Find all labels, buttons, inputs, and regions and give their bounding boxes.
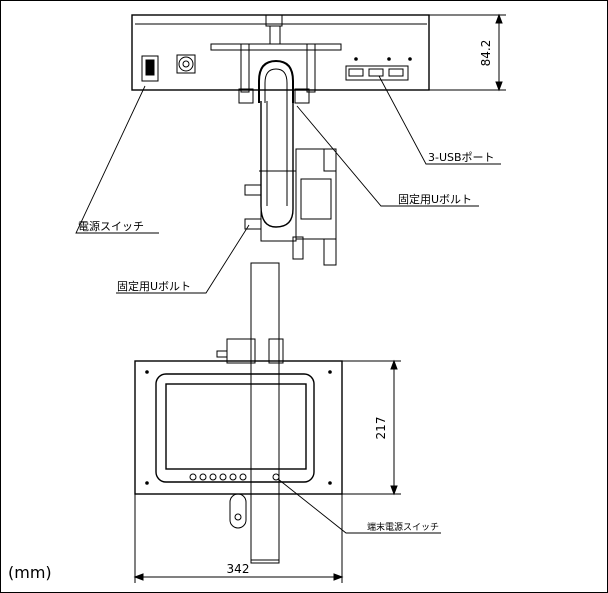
lower-mount	[229, 493, 280, 561]
connector-icon	[176, 54, 196, 74]
terminal-switch-leader	[277, 478, 441, 534]
terminal-power-switch-label: 端末電源スイッチ	[367, 521, 439, 533]
dimension-screen-height	[342, 359, 401, 496]
u-bolt-upper-leader	[296, 105, 479, 207]
screen-width-value: 342	[227, 562, 250, 576]
monitor	[134, 360, 343, 495]
clamp-block	[244, 148, 337, 266]
dimension-top-height	[429, 13, 506, 92]
power-switch-icon	[141, 55, 159, 82]
monitor-button-2-icon	[199, 473, 207, 481]
upper-u-bolt	[258, 59, 294, 103]
top-height-value: 84.2	[479, 40, 493, 67]
u-bolt-lower-leader	[116, 224, 250, 294]
monitor-button-3-icon	[209, 473, 217, 481]
arm-tube	[259, 101, 294, 228]
terminal-power-switch-icon	[272, 473, 280, 481]
upper-bracket	[210, 43, 342, 104]
usb-port-3-icon	[388, 68, 404, 77]
dimension-screen-width	[133, 494, 344, 583]
u-bolt-upper-label: 固定用Uボルト	[398, 192, 472, 206]
top-control-box	[131, 14, 430, 91]
power-switch-leader	[75, 85, 159, 234]
usb-port-2-icon	[368, 68, 384, 77]
unit-label: (mm)	[8, 563, 52, 582]
usb-port-label: 3-USBポート	[428, 151, 495, 164]
monitor-button-5-icon	[229, 473, 237, 481]
monitor-button-1-icon	[189, 473, 197, 481]
u-bolt-lower-label: 固定用Uボルト	[117, 279, 191, 293]
leaders	[75, 75, 501, 534]
monitor-button-6-icon	[239, 473, 247, 481]
lower-pole	[216, 262, 284, 564]
screen-height-value: 217	[374, 417, 388, 440]
usb-port-1-icon	[348, 68, 364, 77]
monitor-button-4-icon	[219, 473, 227, 481]
power-switch-label: 電源スイッチ	[78, 219, 144, 233]
usb-leader	[378, 75, 501, 165]
